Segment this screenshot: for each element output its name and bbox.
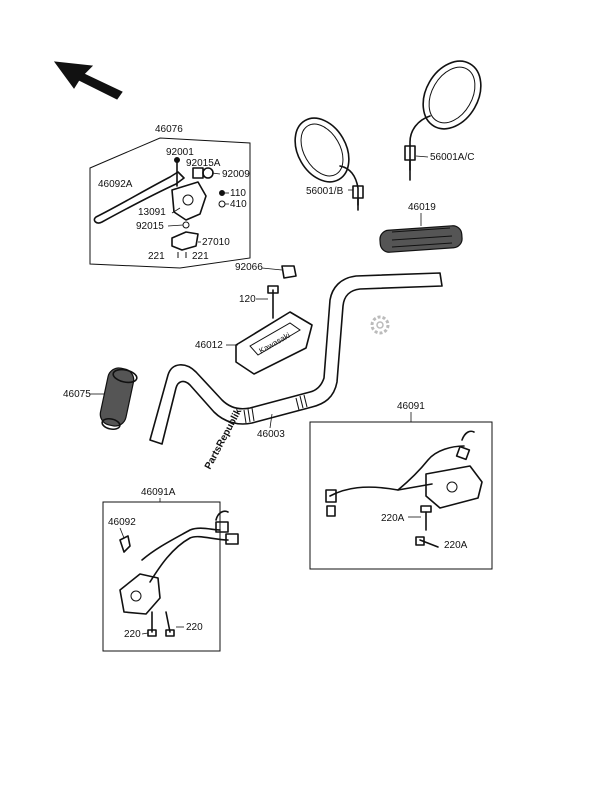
left-switch-wire [141, 527, 221, 561]
grip-right [379, 225, 463, 253]
mirror-left [294, 117, 350, 183]
mirror-left-group: 56001/B [294, 117, 364, 211]
label-56001B: 56001/B [306, 186, 344, 197]
label-56001AC: 56001A/C [430, 152, 474, 163]
handlebar-group: 46003 [149, 272, 443, 445]
gear-icon [370, 315, 390, 335]
label-46092: 46092 [108, 517, 136, 528]
orientation-arrow-icon [53, 61, 123, 100]
clutch-lever [93, 171, 185, 224]
label-92066: 92066 [235, 262, 263, 273]
mirror-right-group: 56001A/C [404, 60, 482, 181]
label-46076: 46076 [155, 124, 183, 135]
label-46003: 46003 [257, 429, 285, 440]
label-221-left: 221 [148, 251, 165, 262]
label-92001: 92001 [166, 147, 194, 158]
right-switch-box [309, 421, 493, 570]
label-46019: 46019 [408, 202, 436, 213]
label-120: 120 [239, 294, 256, 305]
label-220A-upper: 220A [381, 513, 405, 524]
grip-left [99, 367, 135, 427]
label-92009: 92009 [222, 169, 250, 180]
lever-switch [171, 231, 199, 251]
left-switch-housing [119, 573, 161, 615]
label-92015: 92015 [136, 221, 164, 232]
mirror-right [422, 60, 482, 130]
mirror-left-stem [339, 165, 359, 206]
grip-right-group: 46019 [379, 202, 463, 253]
handlebar-clamp-group: Kawasaki 92066 120 46012 [195, 262, 390, 375]
label-220-left: 220 [124, 629, 141, 640]
grip-left-group: 46075 [63, 367, 138, 431]
left-switch-group: 46091A 46092 220 220 [102, 487, 239, 652]
label-46091A: 46091A [141, 487, 176, 498]
lever-assembly-group: 46076 92001 92015A 92009 46092A 110 410 … [89, 124, 251, 269]
label-220-right: 220 [186, 622, 203, 633]
right-switch-housing [425, 465, 483, 509]
label-410: 410 [230, 199, 247, 210]
right-switch-wire [329, 445, 465, 497]
clamp-logo: Kawasaki [258, 331, 292, 356]
label-220A-lower: 220A [444, 540, 468, 551]
mirror-right-stem [409, 115, 431, 171]
label-46012: 46012 [195, 340, 223, 351]
watermark: PartsRepublik [203, 406, 244, 471]
right-switch-group: 46091 220A 220A [309, 401, 493, 570]
label-46091: 46091 [397, 401, 425, 412]
label-110: 110 [230, 188, 246, 199]
label-46075: 46075 [63, 389, 91, 400]
handlebar [149, 272, 443, 445]
lever-assembly-box [89, 137, 251, 269]
label-13091: 13091 [138, 207, 166, 218]
handlebar-clamp [235, 311, 313, 375]
nut-92066 [281, 265, 297, 279]
label-27010: 27010 [202, 237, 230, 248]
label-46092A: 46092A [98, 179, 133, 190]
label-92015A: 92015A [186, 158, 221, 169]
label-221-right: 221 [192, 251, 209, 262]
lever-holder [171, 181, 207, 221]
watermark-text: PartsRepublik [203, 406, 244, 471]
left-switch-box [102, 501, 221, 652]
